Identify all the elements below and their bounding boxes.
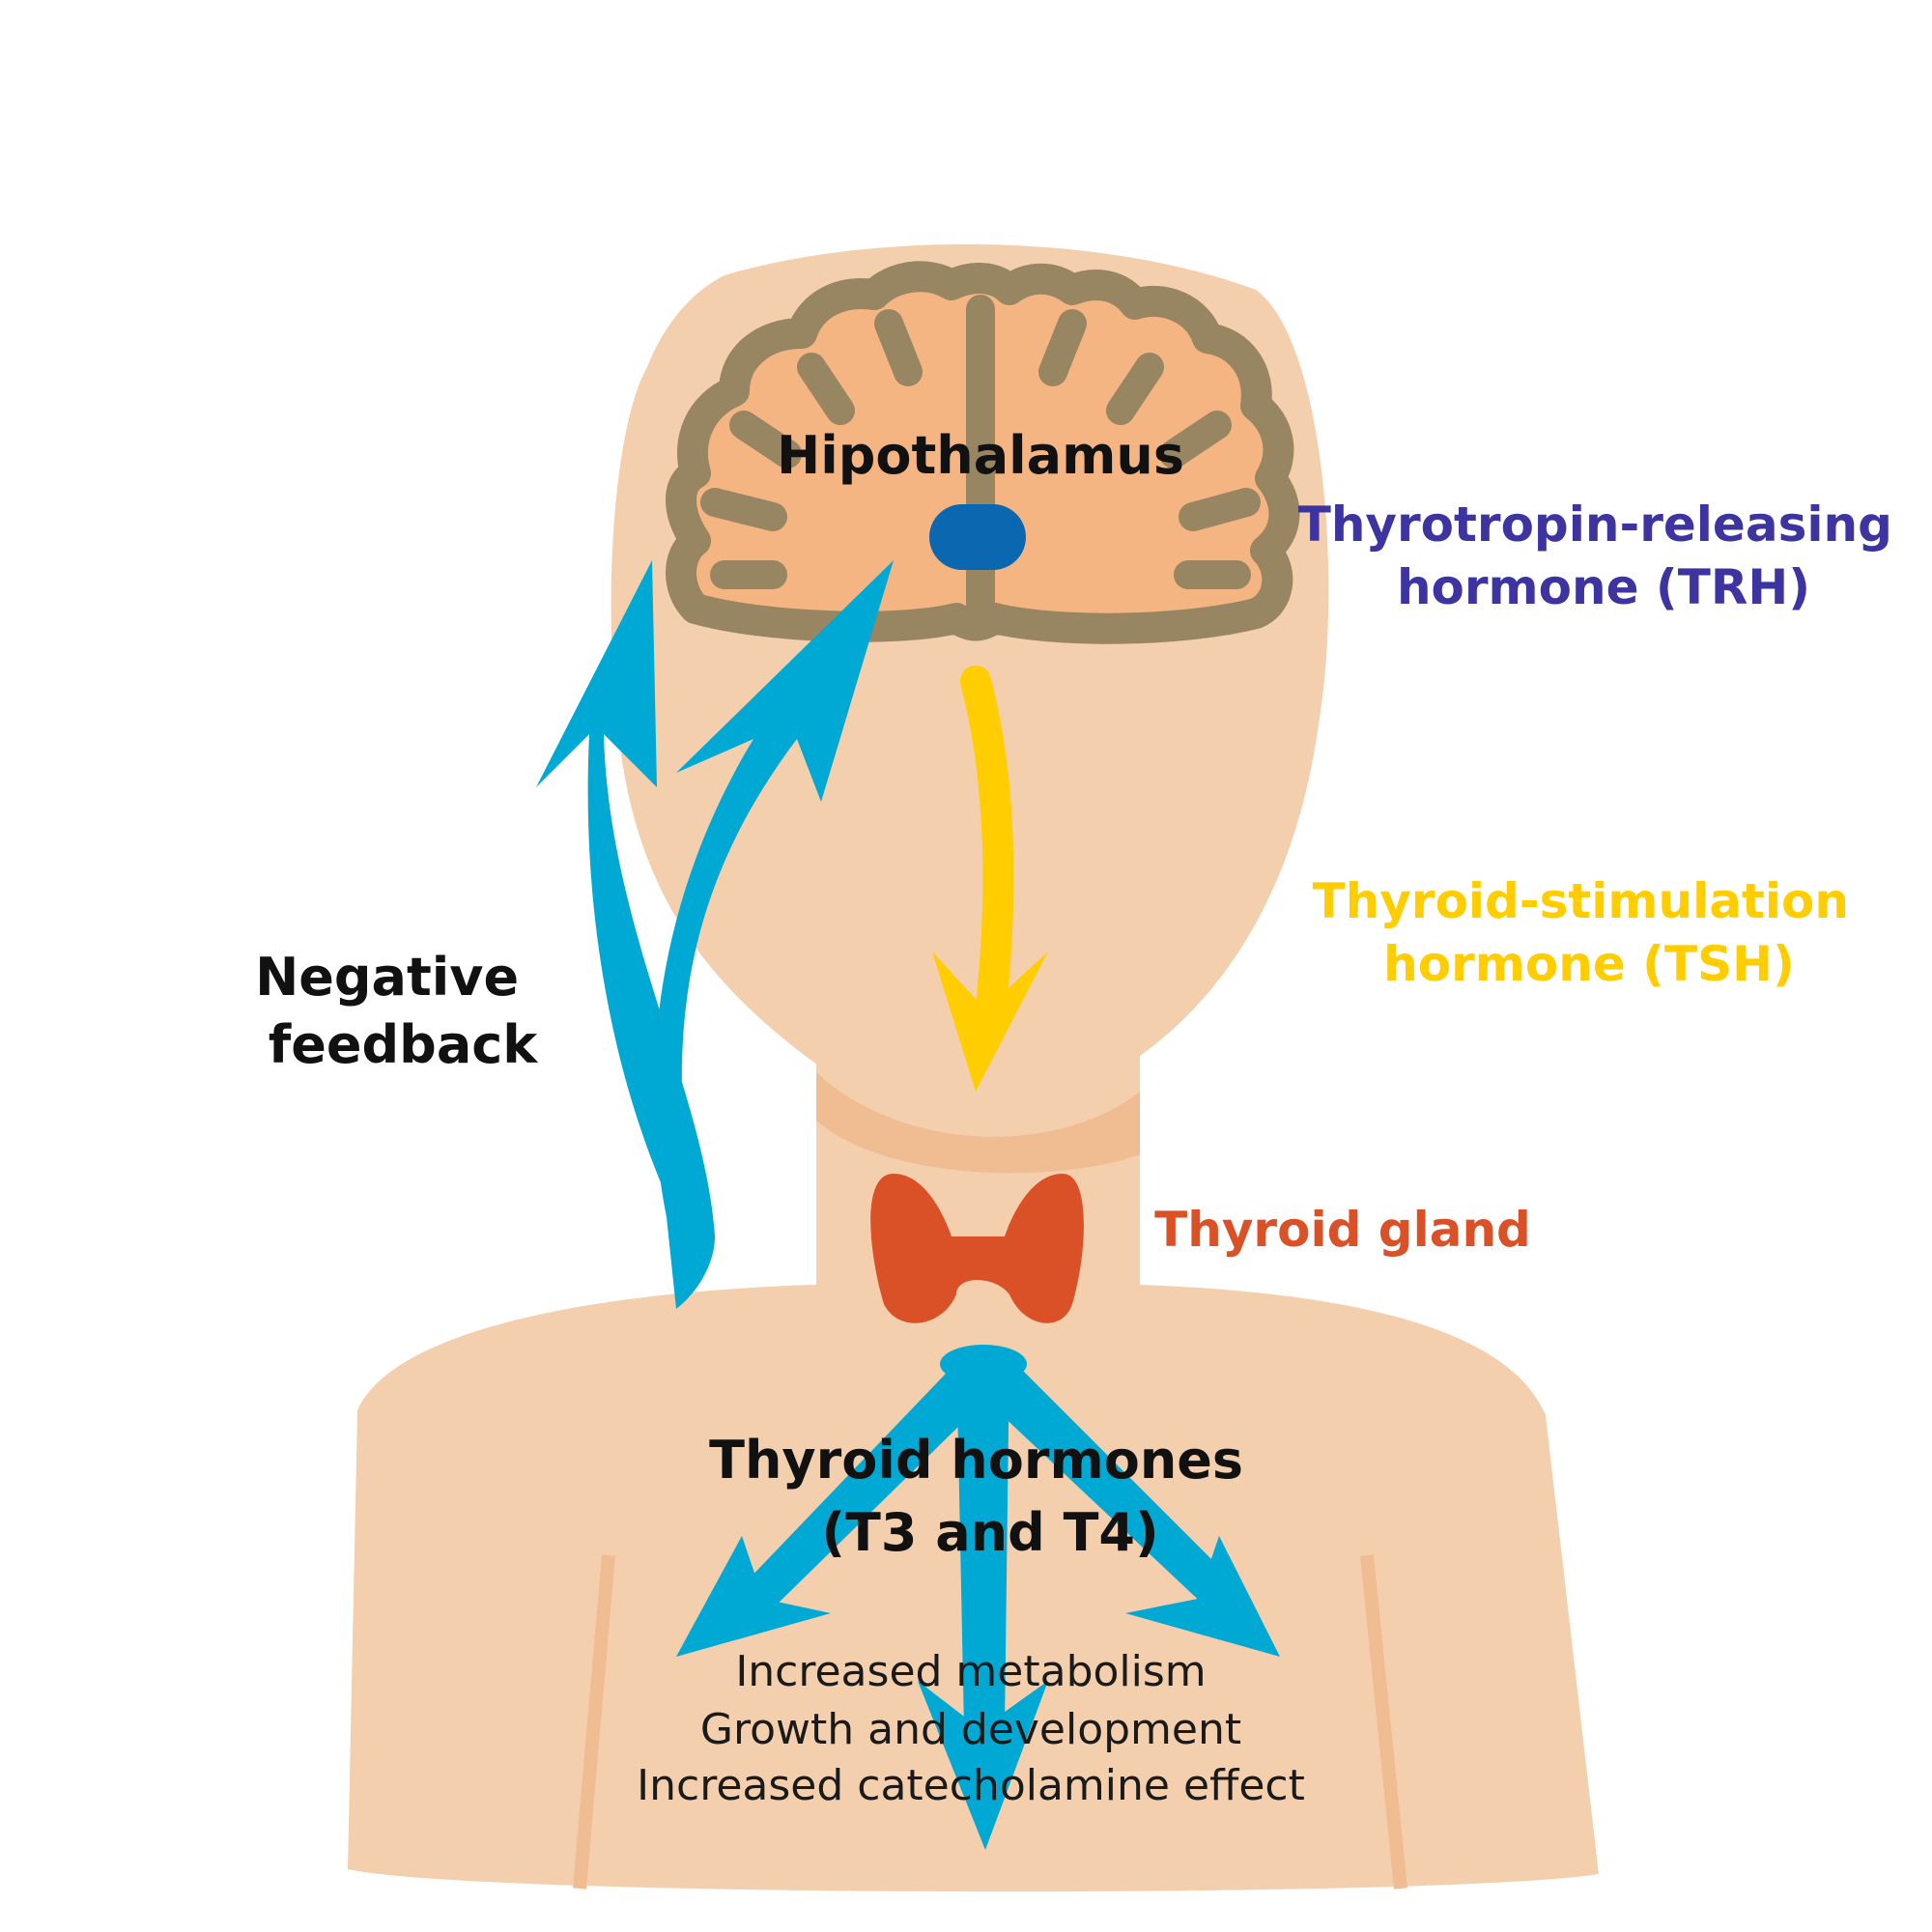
tsh-label-line1: Thyroid-stimulation: [1313, 873, 1849, 929]
fold-r3: [1159, 411, 1232, 469]
tsh-arrow-shaft: [960, 666, 1014, 1030]
fold-l4: [797, 353, 855, 425]
fold-l5: [874, 309, 923, 386]
hypothalamus-label: Hipothalamus: [777, 425, 1184, 486]
torso-line-right: [1360, 1554, 1407, 1889]
trh-label-line1: Thyrotropin-releasing: [1298, 497, 1892, 553]
fold-r5: [1038, 309, 1087, 386]
hormone-arrow-center-head: [918, 1681, 1048, 1850]
tsh-arrow-head: [932, 952, 1048, 1092]
trh-label-line2: hormone (TRH): [1397, 559, 1810, 615]
negative-feedback-label: Negative feedback: [255, 947, 538, 1075]
effect-item: Growth and development: [700, 1705, 1241, 1754]
hormone-arrow-right-head: [1125, 1536, 1280, 1657]
hormone-arrow-origin: [940, 1345, 1027, 1383]
thyroid-hormones-label: Thyroid hormones (T3 and T4): [709, 1430, 1262, 1563]
thyroid-hormone-arrows: [676, 1345, 1280, 1850]
thyroid-gland-label: Thyroid gland: [1154, 1202, 1531, 1258]
hormone-arrow-right: [966, 1352, 1236, 1608]
thyroid-hormones-line2: (T3 and T4): [821, 1502, 1158, 1563]
hypothalamus-node: [929, 504, 1026, 570]
torso-line-left: [573, 1554, 615, 1889]
hormone-arrow-left-head: [676, 1536, 831, 1657]
feedback-arrow-inner: [654, 560, 894, 1309]
chin-shadow: [816, 1072, 1140, 1174]
fold-l3: [729, 411, 802, 469]
effects-list: Increased metabolism Growth and developm…: [637, 1647, 1305, 1810]
tsh-arrow: [932, 666, 1048, 1092]
thyroid-hormones-line1: Thyroid hormones: [709, 1430, 1243, 1491]
fold-r4: [1106, 353, 1164, 425]
effect-item: Increased metabolism: [735, 1647, 1206, 1696]
negative-feedback-line1: Negative: [255, 947, 519, 1008]
thyroid-gland-shape: [870, 1174, 1084, 1323]
hormone-arrow-left: [744, 1352, 1005, 1608]
tsh-label: Thyroid-stimulation hormone (TSH): [1313, 873, 1866, 992]
tsh-label-line2: hormone (TSH): [1383, 936, 1795, 992]
trh-label: Thyrotropin-releasing hormone (TRH): [1298, 497, 1910, 615]
fold-r2: [1179, 488, 1261, 531]
negative-feedback-arrows: [536, 560, 894, 1309]
effect-item: Increased catecholamine effect: [637, 1761, 1305, 1810]
negative-feedback-line2: feedback: [269, 1014, 538, 1075]
fold-l2: [700, 488, 787, 531]
brain: [666, 261, 1300, 644]
hormone-arrow-center-shaft: [956, 1352, 1009, 1729]
